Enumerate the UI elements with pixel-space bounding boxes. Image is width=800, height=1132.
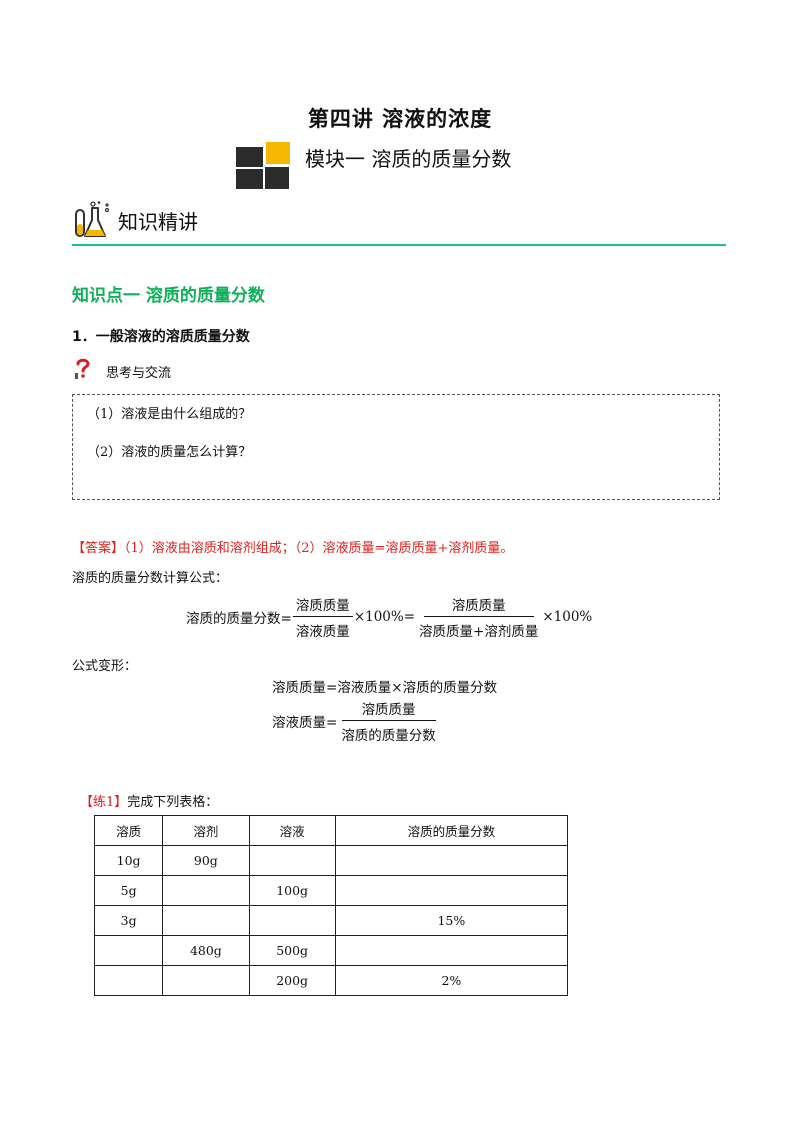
table-row: 5g 100g [93, 875, 569, 906]
fraction-1-numerator: 溶质质量 [292, 594, 353, 617]
question-mark-icon [75, 358, 90, 379]
formula-lhs: 溶质的质量分数= [186, 611, 292, 627]
variant-2-lhs: 溶液质量= [272, 715, 338, 731]
table-cell [162, 875, 250, 906]
table-cell [162, 965, 250, 996]
table-cell: 2% [334, 965, 569, 996]
table-cell [162, 905, 250, 936]
table-row: 3g 15% [93, 905, 569, 936]
table-header-cell: 溶液 [248, 815, 336, 846]
formula-intro: 溶质的质量分数计算公式： [72, 571, 229, 586]
table-cell [334, 845, 569, 876]
answer-tag: 【答案】 [72, 541, 125, 556]
table-row: 200g 2% [93, 965, 569, 996]
fraction-2: 溶质质量 溶质质量+溶剂质量 [416, 594, 541, 640]
variant-intro: 公式变形： [72, 659, 138, 674]
fraction-2-numerator: 溶质质量 [423, 594, 534, 617]
table-cell [334, 935, 569, 966]
knowledge-point-title: 知识点一 溶质的质量分数 [72, 286, 265, 306]
table-cell [248, 845, 336, 876]
table-cell [334, 875, 569, 906]
table-cell [248, 905, 336, 936]
variant-2-fraction: 溶质质量 溶质的质量分数 [338, 698, 439, 744]
exercise-table: 溶质 溶剂 溶液 溶质的质量分数 10g 90g 5g 100g 3g 15% … [93, 815, 569, 996]
table-header-row: 溶质 溶剂 溶液 溶质的质量分数 [93, 815, 569, 846]
table-header-cell: 溶质 [93, 815, 164, 846]
table-header-cell: 溶剂 [162, 815, 250, 846]
table-cell [93, 935, 164, 966]
formula-variant-1: 溶质质量=溶液质量×溶质的质量分数 [272, 680, 498, 696]
fraction-2-denominator: 溶质质量+溶剂质量 [419, 624, 539, 640]
module-title: 模块一 溶质的质量分数 [305, 147, 512, 171]
table-cell [93, 965, 164, 996]
table-cell: 480g [162, 935, 250, 966]
answer: 【答案】（1）溶液由溶质和溶剂组成；（2）溶液质量=溶质质量+溶剂质量。 [72, 537, 513, 556]
subsection-title: 1．一般溶液的溶质质量分数 [72, 329, 250, 345]
table-cell: 200g [248, 965, 336, 996]
table-cell: 90g [162, 845, 250, 876]
table-cell: 5g [93, 875, 164, 906]
section-title: 知识精讲 [118, 210, 198, 234]
exercise-label: 【练1】完成下列表格： [80, 791, 218, 810]
exercise-text: 完成下列表格： [127, 795, 219, 810]
variant-2-numerator: 溶质质量 [341, 698, 436, 721]
answer-text: （1）溶液由溶质和溶剂组成；（2）溶液质量=溶质质量+溶剂质量。 [124, 541, 514, 556]
fraction-1: 溶质质量 溶液质量 [292, 594, 353, 640]
think-label: 思考与交流 [106, 366, 172, 381]
formula-main: 溶质的质量分数= 溶质质量 溶液质量 ×100%= 溶质质量 溶质质量+溶剂质量… [186, 594, 592, 640]
section-header: 知识精讲 [72, 198, 726, 246]
question-2: （2）溶液的质量怎么计算？ [87, 445, 252, 460]
formula-variant-2: 溶液质量= 溶质质量 溶质的质量分数 [272, 698, 440, 744]
question-box: （1）溶液是由什么组成的？ （2）溶液的质量怎么计算？ [72, 394, 720, 500]
question-1: （1）溶液是由什么组成的？ [87, 407, 252, 422]
variant-2-denominator: 溶质的质量分数 [341, 728, 436, 744]
table-cell: 3g [93, 905, 164, 936]
lab-flask-icon [75, 201, 110, 237]
exercise-tag: 【练1】 [80, 795, 128, 810]
table-row: 10g 90g [93, 845, 569, 876]
fraction-1-denominator: 溶液质量 [295, 624, 350, 640]
table-cell: 10g [93, 845, 164, 876]
table-cell: 100g [248, 875, 336, 906]
formula-times-2: ×100% [542, 609, 593, 625]
table-row: 480g 500g [93, 935, 569, 966]
formula-times-1: ×100%= [353, 609, 416, 625]
module-logo-icon [236, 142, 290, 189]
table-header-cell: 溶质的质量分数 [334, 815, 569, 846]
page-title: 第四讲 溶液的浓度 [307, 107, 493, 131]
table-cell: 500g [248, 935, 336, 966]
table-cell: 15% [334, 905, 569, 936]
